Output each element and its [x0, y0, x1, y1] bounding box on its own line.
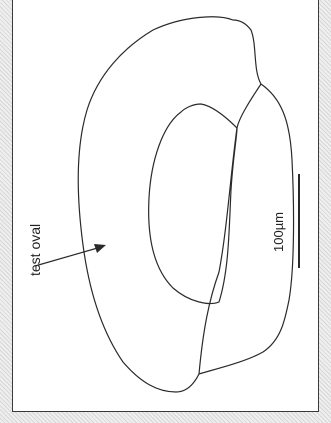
structure-label: test oval [27, 224, 43, 276]
upper-ridge [237, 84, 261, 128]
label-arrow-head [94, 244, 106, 253]
right-seam [199, 128, 237, 374]
diagram-canvas [13, 0, 320, 412]
test-outline [78, 17, 293, 392]
scale-bar-label: 100µm [271, 212, 286, 252]
figure-panel: test oval 100µm [12, 0, 319, 412]
label-arrow-shaft [35, 247, 101, 266]
inner-oval [149, 104, 237, 303]
